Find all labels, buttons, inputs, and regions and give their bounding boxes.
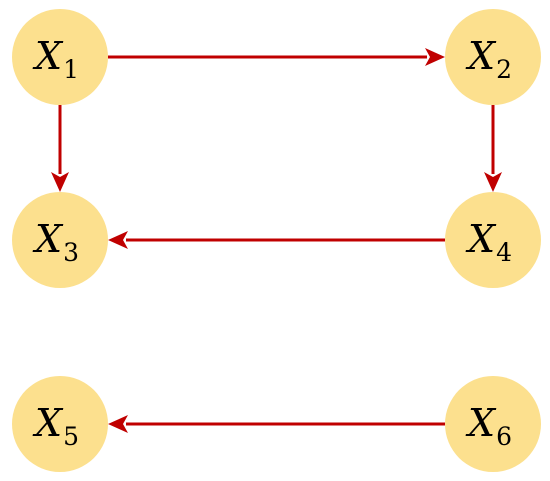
node-label-main: X <box>465 34 497 78</box>
node-circle <box>12 376 108 472</box>
node-label: X1 <box>32 34 79 84</box>
node-label: X2 <box>465 34 512 84</box>
node-label-subscript: 4 <box>496 238 512 267</box>
node-x4: X4 <box>445 192 541 288</box>
node-x1: X1 <box>12 9 108 105</box>
node-label-subscript: 6 <box>496 422 512 451</box>
node-label-subscript: 1 <box>63 55 79 84</box>
edge-x1-to-x3 <box>51 105 69 192</box>
arrowhead-icon <box>425 48 445 66</box>
node-label-main: X <box>465 217 497 261</box>
node-label-main: X <box>32 401 64 445</box>
node-circle <box>445 192 541 288</box>
node-x5: X5 <box>12 376 108 472</box>
node-label-main: X <box>32 217 64 261</box>
node-circle <box>445 9 541 105</box>
node-label: X4 <box>465 217 512 267</box>
node-circle <box>12 9 108 105</box>
node-circle <box>445 376 541 472</box>
node-label-main: X <box>465 401 497 445</box>
edge-x1-to-x2 <box>108 48 445 66</box>
edge-x4-to-x3 <box>108 231 445 249</box>
node-x6: X6 <box>445 376 541 472</box>
arrowhead-icon <box>484 172 502 192</box>
node-label-subscript: 2 <box>496 55 512 84</box>
edge-x2-to-x4 <box>484 105 502 192</box>
node-label-subscript: 5 <box>63 422 79 451</box>
node-circle <box>12 192 108 288</box>
node-label: X5 <box>32 401 79 451</box>
arrowhead-icon <box>108 415 128 433</box>
node-label: X3 <box>32 217 79 267</box>
node-label-subscript: 3 <box>63 238 79 267</box>
node-label-main: X <box>32 34 64 78</box>
edge-x6-to-x5 <box>108 415 445 433</box>
edges-layer <box>51 48 502 433</box>
node-x2: X2 <box>445 9 541 105</box>
node-label: X6 <box>465 401 512 451</box>
arrowhead-icon <box>108 231 128 249</box>
arrowhead-icon <box>51 172 69 192</box>
node-x3: X3 <box>12 192 108 288</box>
